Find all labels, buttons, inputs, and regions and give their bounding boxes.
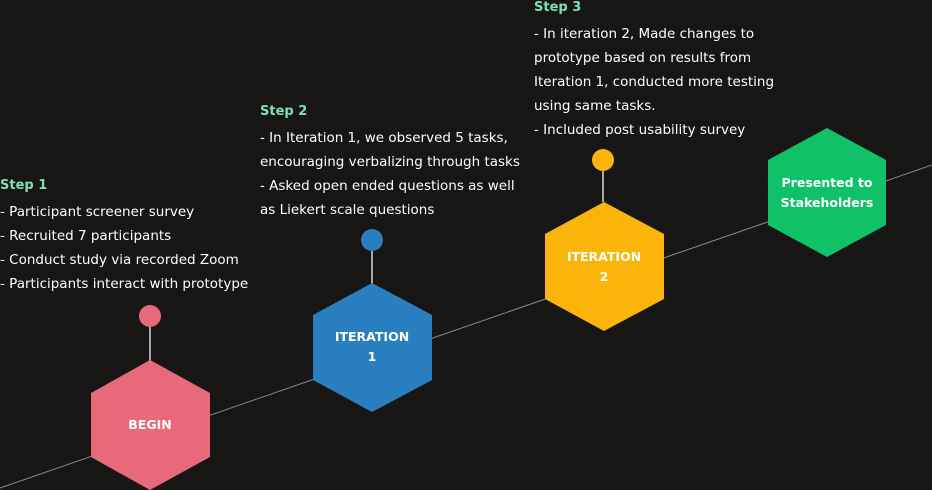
step-1-title: Step 1 <box>0 178 48 193</box>
milestone-iteration-2-label: ITERATION 2 <box>567 247 641 287</box>
milestone-label-line: BEGIN <box>128 417 172 432</box>
hexagon-iteration-1 <box>313 283 432 412</box>
milestone-label-line: ITERATION <box>566 249 642 264</box>
step-1-line: - Recruited 7 participants <box>0 228 172 244</box>
step-3-line: using same tasks. <box>534 98 656 114</box>
milestone-label-line: Presented to <box>781 175 873 190</box>
pin-step-2 <box>361 229 383 251</box>
step-1-line: - Participant screener survey <box>0 204 195 220</box>
step-2-block: Step 2 - In Iteration 1, we observed 5 t… <box>260 104 520 222</box>
step-3-line: - In iteration 2, Made changes to <box>534 26 755 42</box>
step-1-line: - Conduct study via recorded Zoom <box>0 252 239 268</box>
step-2-title: Step 2 <box>260 104 308 119</box>
step-3-line: - Included post usability survey <box>534 122 746 138</box>
milestone-iteration-1-label: ITERATION 1 <box>335 327 409 367</box>
step-1-line: - Participants interact with prototype <box>0 276 249 292</box>
milestone-label-line: 2 <box>599 269 609 284</box>
milestone-presented-label: Presented to Stakeholders <box>781 173 874 213</box>
pin-step-1 <box>139 305 161 327</box>
step-2-line: as Liekert scale questions <box>260 202 435 218</box>
step-3-line: prototype based on results from <box>534 50 752 66</box>
step-2-line: encouraging verbalizing through tasks <box>260 154 520 170</box>
milestone-label-line: 1 <box>367 349 377 364</box>
hexagon-presented <box>768 128 886 257</box>
hexagon-iteration-2 <box>545 202 664 331</box>
hexagon-begin <box>91 360 210 490</box>
step-3-title: Step 3 <box>534 0 582 15</box>
step-2-line: - Asked open ended questions as well <box>260 178 515 194</box>
step-3-block: Step 3 - In iteration 2, Made changes to… <box>534 0 774 142</box>
step-1-block: Step 1 - Participant screener survey - R… <box>0 178 248 296</box>
milestone-label-line: ITERATION <box>334 329 410 344</box>
milestone-label-line: Stakeholders <box>780 195 874 210</box>
step-2-line: - In Iteration 1, we observed 5 tasks, <box>260 130 508 146</box>
pin-step-3 <box>592 149 614 171</box>
step-3-line: Iteration 1, conducted more testing <box>534 74 775 90</box>
milestone-begin-label: BEGIN <box>128 415 171 435</box>
